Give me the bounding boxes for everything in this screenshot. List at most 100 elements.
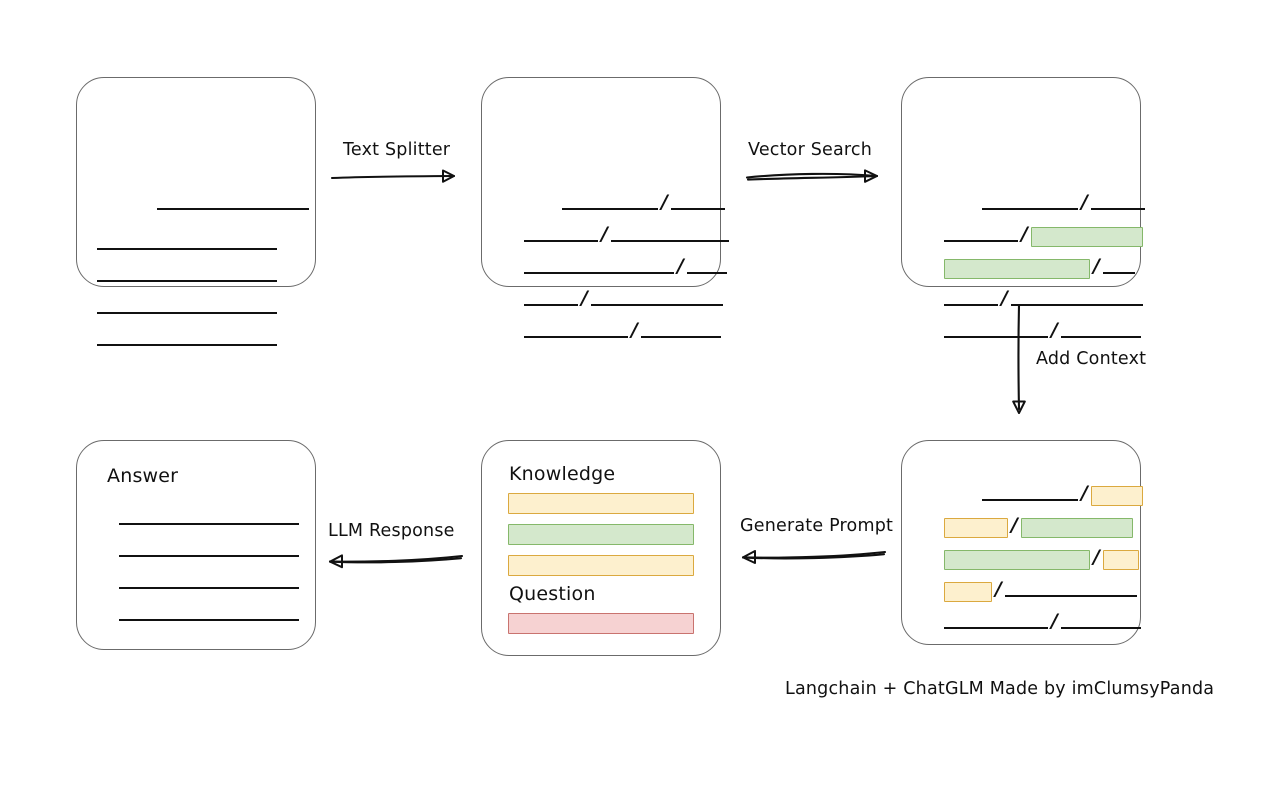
doc-line-stroke <box>944 627 1048 629</box>
vector-matches-lines: / / / / / <box>902 78 1145 340</box>
doc-line-separator: / <box>631 319 638 341</box>
doc-line: / <box>902 284 1143 309</box>
doc-line-stroke <box>982 208 1078 210</box>
doc-line-stroke <box>119 587 299 589</box>
highlight-chip-green <box>1020 518 1133 538</box>
doc-line <box>77 188 315 210</box>
arrow-left-icon <box>328 554 464 569</box>
doc-line <box>77 503 315 525</box>
doc-line-stroke <box>524 240 598 242</box>
doc-line-separator: / <box>1021 223 1028 245</box>
doc-line-stroke <box>97 248 277 250</box>
arrow-left-icon <box>741 550 887 564</box>
question-bar-1 <box>508 613 694 634</box>
edge-llm-response-label: LLM Response <box>328 521 455 541</box>
doc-line-separator: / <box>1051 319 1058 341</box>
doc-line-stroke <box>640 336 721 338</box>
doc-line <box>77 260 315 282</box>
doc-line: / <box>902 607 1141 632</box>
doc-line <box>77 292 315 314</box>
highlight-chip-green <box>944 550 1090 570</box>
doc-line-separator: / <box>677 255 684 277</box>
doc-line: / <box>482 220 729 245</box>
doc-line-stroke <box>119 619 299 621</box>
doc-line-stroke <box>97 344 277 346</box>
doc-line-stroke <box>944 336 1048 338</box>
doc-line: / <box>902 316 1141 341</box>
source-document-lines <box>77 78 315 346</box>
doc-line-gap <box>922 532 944 533</box>
doc-line-separator: / <box>1081 191 1088 213</box>
arrow-right-icon <box>330 169 456 183</box>
doc-line-gap <box>922 596 944 597</box>
highlight-chip-green <box>1030 227 1143 247</box>
doc-line-gap <box>97 620 119 621</box>
split-chunks-lines: ///// <box>482 78 729 340</box>
doc-line-separator: / <box>661 191 668 213</box>
highlight-chip-yellow <box>944 518 1008 538</box>
doc-line-stroke <box>119 555 299 557</box>
edge-vector-search: Vector Search <box>745 140 887 188</box>
doc-line-stroke <box>1060 627 1141 629</box>
doc-line-gap <box>502 305 524 306</box>
context-added-card[interactable]: / / / / / <box>901 440 1143 645</box>
highlight-chip-green <box>944 259 1090 279</box>
doc-line: / <box>902 479 1143 506</box>
doc-line-separator: / <box>1011 514 1018 536</box>
doc-line-stroke <box>97 280 277 282</box>
doc-line-stroke <box>686 272 727 274</box>
doc-line-separator: / <box>1093 255 1100 277</box>
source-document-card[interactable] <box>76 77 316 346</box>
doc-line <box>77 567 315 589</box>
doc-line-gap <box>922 241 944 242</box>
doc-line-stroke <box>610 240 729 242</box>
doc-line-stroke <box>982 499 1078 501</box>
doc-line: / <box>482 316 721 341</box>
doc-line-stroke <box>562 208 658 210</box>
doc-line-gap <box>97 209 157 210</box>
doc-line-stroke <box>944 304 998 306</box>
doc-line-gap <box>97 556 119 557</box>
vector-matches-card[interactable]: / / / / / <box>901 77 1145 340</box>
doc-line: / <box>902 220 1143 247</box>
credit-text: Langchain + ChatGLM Made by imClumsyPand… <box>785 679 1215 699</box>
doc-line-stroke <box>1004 595 1137 597</box>
doc-line-stroke <box>590 304 723 306</box>
doc-line: / <box>482 252 727 277</box>
doc-line <box>77 324 315 346</box>
knowledge-heading: Knowledge <box>509 463 616 485</box>
answer-card[interactable]: Answer <box>76 440 316 650</box>
doc-line-separator: / <box>1051 610 1058 632</box>
doc-line-separator: / <box>601 223 608 245</box>
doc-line-separator: / <box>1001 287 1008 309</box>
edge-generate-prompt-label: Generate Prompt <box>740 516 894 536</box>
doc-line <box>77 535 315 557</box>
edge-generate-prompt: Generate Prompt <box>735 516 893 564</box>
arrow-right-icon <box>745 169 879 183</box>
answer-heading: Answer <box>107 465 179 487</box>
arrow-down-icon <box>1012 303 1026 414</box>
question-heading: Question <box>509 583 596 605</box>
doc-line: / <box>902 511 1140 538</box>
edge-add-context: Add Context <box>1008 303 1158 418</box>
doc-line-gap <box>922 628 944 629</box>
highlight-chip-yellow <box>1090 486 1143 506</box>
doc-line-stroke <box>524 272 674 274</box>
doc-line-separator: / <box>995 578 1002 600</box>
edge-llm-response: LLM Response <box>320 521 464 569</box>
highlight-chip-yellow <box>1102 550 1139 570</box>
doc-line-stroke <box>670 208 725 210</box>
edge-text-splitter: Text Splitter <box>330 140 464 188</box>
doc-line-separator: / <box>1081 482 1088 504</box>
doc-line-gap <box>502 337 524 338</box>
doc-line: / <box>902 543 1140 570</box>
doc-line-stroke <box>524 336 628 338</box>
doc-line-gap <box>502 241 524 242</box>
split-chunks-card[interactable]: ///// <box>481 77 729 340</box>
doc-line-stroke <box>1090 208 1145 210</box>
doc-line-stroke <box>1102 272 1135 274</box>
doc-line-gap <box>502 273 524 274</box>
doc-line <box>77 228 315 250</box>
doc-line-stroke <box>1010 304 1143 306</box>
doc-line-gap <box>97 588 119 589</box>
